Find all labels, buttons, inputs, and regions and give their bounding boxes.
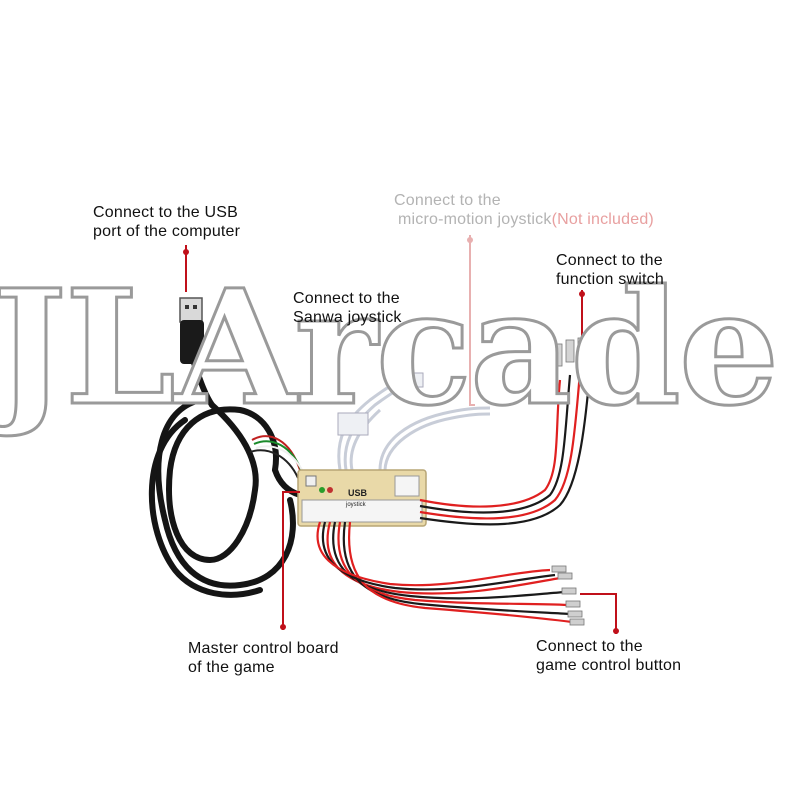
pointer-micro [467,235,475,406]
control-board [297,469,427,527]
pointer-button [580,593,619,634]
label-function: Connect to the function switch [556,251,664,289]
watermark-logo: JLArcade [0,256,781,441]
label-master: Master control board of the game [188,639,339,677]
label-master-line1: Master control board [188,640,339,657]
label-micro-line1: Connect to the [394,192,501,209]
label-micro: Connect to the micro-motion joystick(Not… [394,191,654,229]
button-terminals [551,565,585,626]
label-button-line1: Connect to the [536,638,643,655]
usb-cable [148,357,303,598]
pointer-function [579,290,585,338]
label-sanwa: Connect to the Sanwa joystick [293,289,402,327]
function-wire-bundle [419,369,592,526]
label-micro-line2: micro-motion joystick(Not included) [394,210,654,229]
pointer-sanwa [402,330,408,373]
button-wire-bundle [316,521,573,624]
label-micro-not-included: (Not included) [551,211,654,228]
usb-lead [249,435,305,479]
joystick-connector-2 [337,412,369,436]
label-usb: Connect to the USB port of the computer [93,203,240,241]
usb-plug [179,297,204,364]
label-usb-line2: port of the computer [93,223,241,240]
pointer-master [280,491,300,630]
label-micro-line2a: micro-motion joystick [398,211,552,228]
label-sanwa-line1: Connect to the [293,290,400,307]
label-button-line2: game control button [536,657,682,674]
label-master-line2: of the game [188,659,275,676]
label-function-line2: function switch [556,271,664,288]
label-usb-line1: Connect to the USB [93,204,239,221]
label-function-line1: Connect to the [556,252,663,269]
joystick-connector [404,372,424,388]
pointer-usb [183,245,189,292]
board-label-joystick: joystick [345,502,367,508]
label-button: Connect to the game control button [536,637,681,675]
board-label-usb: USB [348,488,368,498]
joystick-harness [337,376,491,471]
label-sanwa-line2: Sanwa joystick [293,309,402,326]
